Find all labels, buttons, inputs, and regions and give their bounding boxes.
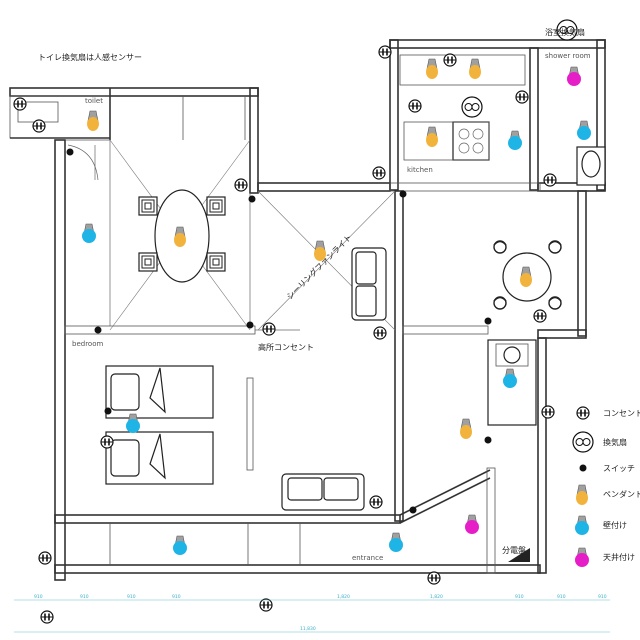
legend-label-fan: 換気扇 (603, 437, 627, 447)
legend-label-switch: スイッチ (603, 464, 635, 473)
breaker-panel-label: 分電盤 (502, 545, 526, 555)
dim-9: 910 (598, 594, 607, 600)
dim-2: 910 (80, 594, 89, 600)
sofa-bedroom (281, 473, 365, 511)
sofa-living (351, 247, 387, 321)
toilet-label: toilet (85, 97, 103, 105)
beds (105, 365, 214, 485)
walls (9, 39, 606, 581)
washroom-counter (399, 54, 526, 86)
toilet-fan-note: トイレ換気扇は人感センサー (38, 52, 142, 62)
breaker-panel-shape (508, 548, 530, 562)
legend-label-ceiling: 天井付け (603, 552, 635, 562)
legend-label-wall: 壁付け (603, 520, 627, 530)
dim-4: 910 (172, 594, 181, 600)
entrance-label: entrance (352, 554, 383, 562)
legend-label-outlet: コンセント (603, 409, 640, 418)
switches (66, 148, 492, 514)
dimension-lines: 910 910 910 910 1,820 1,820 910 910 910 … (14, 594, 610, 633)
dim-7: 910 (515, 594, 524, 600)
bedroom-label: bedroom (72, 340, 103, 348)
high-outlet-label: 高所コンセント (258, 342, 314, 352)
shower-room-label: shower room (545, 52, 591, 60)
dim-3: 910 (127, 594, 136, 600)
dim-5: 1,820 (337, 594, 350, 600)
dim-8: 910 (557, 594, 566, 600)
sink (576, 146, 606, 186)
stove (403, 121, 490, 161)
dim-6: 1,820 (430, 594, 443, 600)
bath-fan-label: 浴室換気扇 (545, 27, 585, 37)
legend-label-pendant: ペンダント (603, 489, 640, 499)
legend: コンセント 換気扇 スイッチ ペンダント 壁付け 天井付け (572, 406, 640, 568)
kitchen-label: kitchen (407, 166, 433, 174)
dim-total: 11,830 (300, 626, 316, 632)
dim-1: 910 (34, 594, 43, 600)
